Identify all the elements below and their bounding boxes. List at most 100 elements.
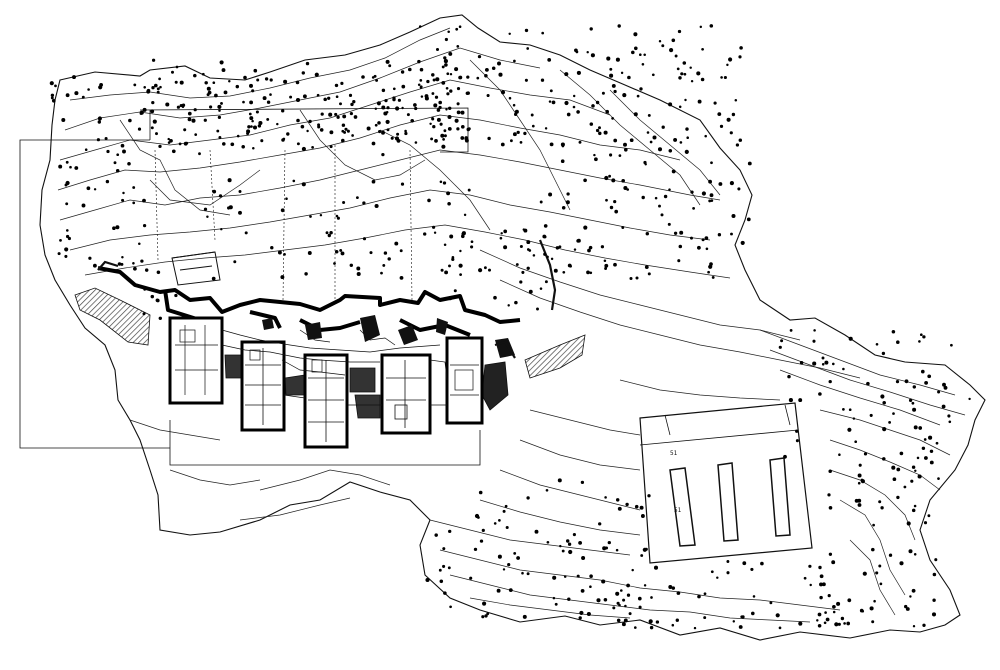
tree-dot — [650, 596, 653, 599]
tree-dot — [50, 93, 55, 97]
tree-dot — [105, 179, 110, 184]
cistern-label-a: 51 — [670, 450, 678, 457]
tree-dot — [406, 113, 410, 117]
tree-dot — [280, 208, 285, 213]
tree-dot — [201, 72, 205, 76]
tree-dot — [564, 100, 569, 106]
tree-dot — [696, 71, 701, 76]
tree-dot — [49, 81, 54, 86]
tree-dot — [821, 356, 825, 360]
tree-dot — [329, 145, 333, 149]
tree-dot — [235, 84, 240, 89]
tree-dot — [760, 561, 764, 566]
tree-dot — [547, 58, 552, 62]
tree-dot — [683, 72, 687, 76]
tree-dot — [447, 566, 451, 570]
tree-dot — [742, 561, 747, 566]
tree-dot — [629, 276, 633, 281]
tree-dot — [534, 529, 539, 534]
tree-dot — [503, 245, 508, 250]
tree-dot — [507, 304, 510, 307]
tree-dot — [932, 598, 936, 602]
tree-dot — [509, 139, 513, 143]
tree-dot — [325, 231, 329, 235]
tree-dot — [386, 128, 390, 132]
tree-dot — [97, 120, 102, 124]
tree-dot — [872, 523, 875, 527]
tree-dot — [498, 72, 503, 77]
tree-dot — [137, 127, 142, 131]
tree-dot — [404, 129, 407, 133]
tree-dot — [487, 136, 491, 141]
tree-dot — [401, 106, 404, 110]
tree-dot — [493, 295, 497, 300]
tree-dot — [572, 105, 576, 109]
tree-dot — [609, 73, 614, 78]
tree-dot — [564, 72, 569, 77]
tree-dot — [446, 191, 451, 196]
tree-dot — [892, 477, 897, 482]
tree-dot — [827, 493, 831, 497]
tree-dot — [609, 205, 614, 210]
tree-dot — [668, 188, 671, 191]
tree-dot — [431, 225, 436, 229]
tree-dot — [675, 618, 679, 622]
tree-dot — [621, 226, 625, 229]
tree-dot — [417, 59, 421, 64]
tree-dot — [167, 141, 171, 144]
tree-dot — [508, 96, 512, 100]
tree-dot — [74, 91, 79, 96]
tree-dot — [703, 592, 707, 596]
tree-dot — [146, 88, 151, 93]
tree-dot — [589, 574, 593, 578]
tree-dot — [343, 130, 347, 134]
tree-dot — [397, 98, 401, 102]
tree-dot — [447, 30, 450, 34]
tree-dot — [711, 275, 715, 279]
tree-dot — [336, 115, 340, 119]
tree-dot — [251, 89, 255, 93]
tree-dot — [61, 118, 66, 122]
tree-dot — [319, 128, 324, 132]
tree-dot — [603, 598, 608, 602]
tree-dot — [203, 118, 207, 122]
tree-dot — [643, 584, 647, 587]
tree-dot — [356, 271, 361, 277]
tree-dot — [590, 53, 595, 58]
tree-dot — [255, 110, 259, 114]
tree-dot — [434, 139, 438, 143]
tree-dot — [862, 571, 867, 576]
tree-dot — [647, 494, 651, 498]
tree-dot — [456, 45, 460, 48]
tree-dot — [605, 198, 608, 202]
tree-dot — [912, 407, 917, 412]
tree-dot — [504, 504, 508, 508]
tree-dot — [904, 604, 908, 609]
tree-dot — [439, 579, 444, 584]
tree-dot — [69, 165, 72, 169]
tree-dot — [371, 141, 376, 146]
tree-dot — [891, 465, 896, 470]
tree-dot — [445, 108, 448, 111]
tree-dot — [601, 91, 605, 95]
tree-dot — [427, 198, 431, 203]
tree-dot — [589, 27, 593, 31]
tree-dot — [882, 457, 886, 461]
tree-dot — [228, 79, 231, 83]
tree-dot — [671, 623, 675, 627]
tree-dot — [880, 506, 884, 510]
tree-dot — [528, 249, 532, 252]
tree-dot — [142, 223, 147, 228]
tree-dot — [922, 623, 926, 627]
dotted-grid — [154, 145, 413, 301]
tree-dot — [613, 138, 618, 143]
tree-dot — [532, 254, 536, 257]
tree-dot — [937, 477, 940, 480]
tree-dot — [668, 585, 673, 589]
tree-dot — [927, 374, 932, 379]
tree-dot — [812, 361, 817, 366]
tree-dot — [121, 256, 124, 259]
tree-dot — [609, 67, 613, 71]
tree-dot — [623, 618, 628, 623]
tree-dot — [840, 616, 845, 621]
